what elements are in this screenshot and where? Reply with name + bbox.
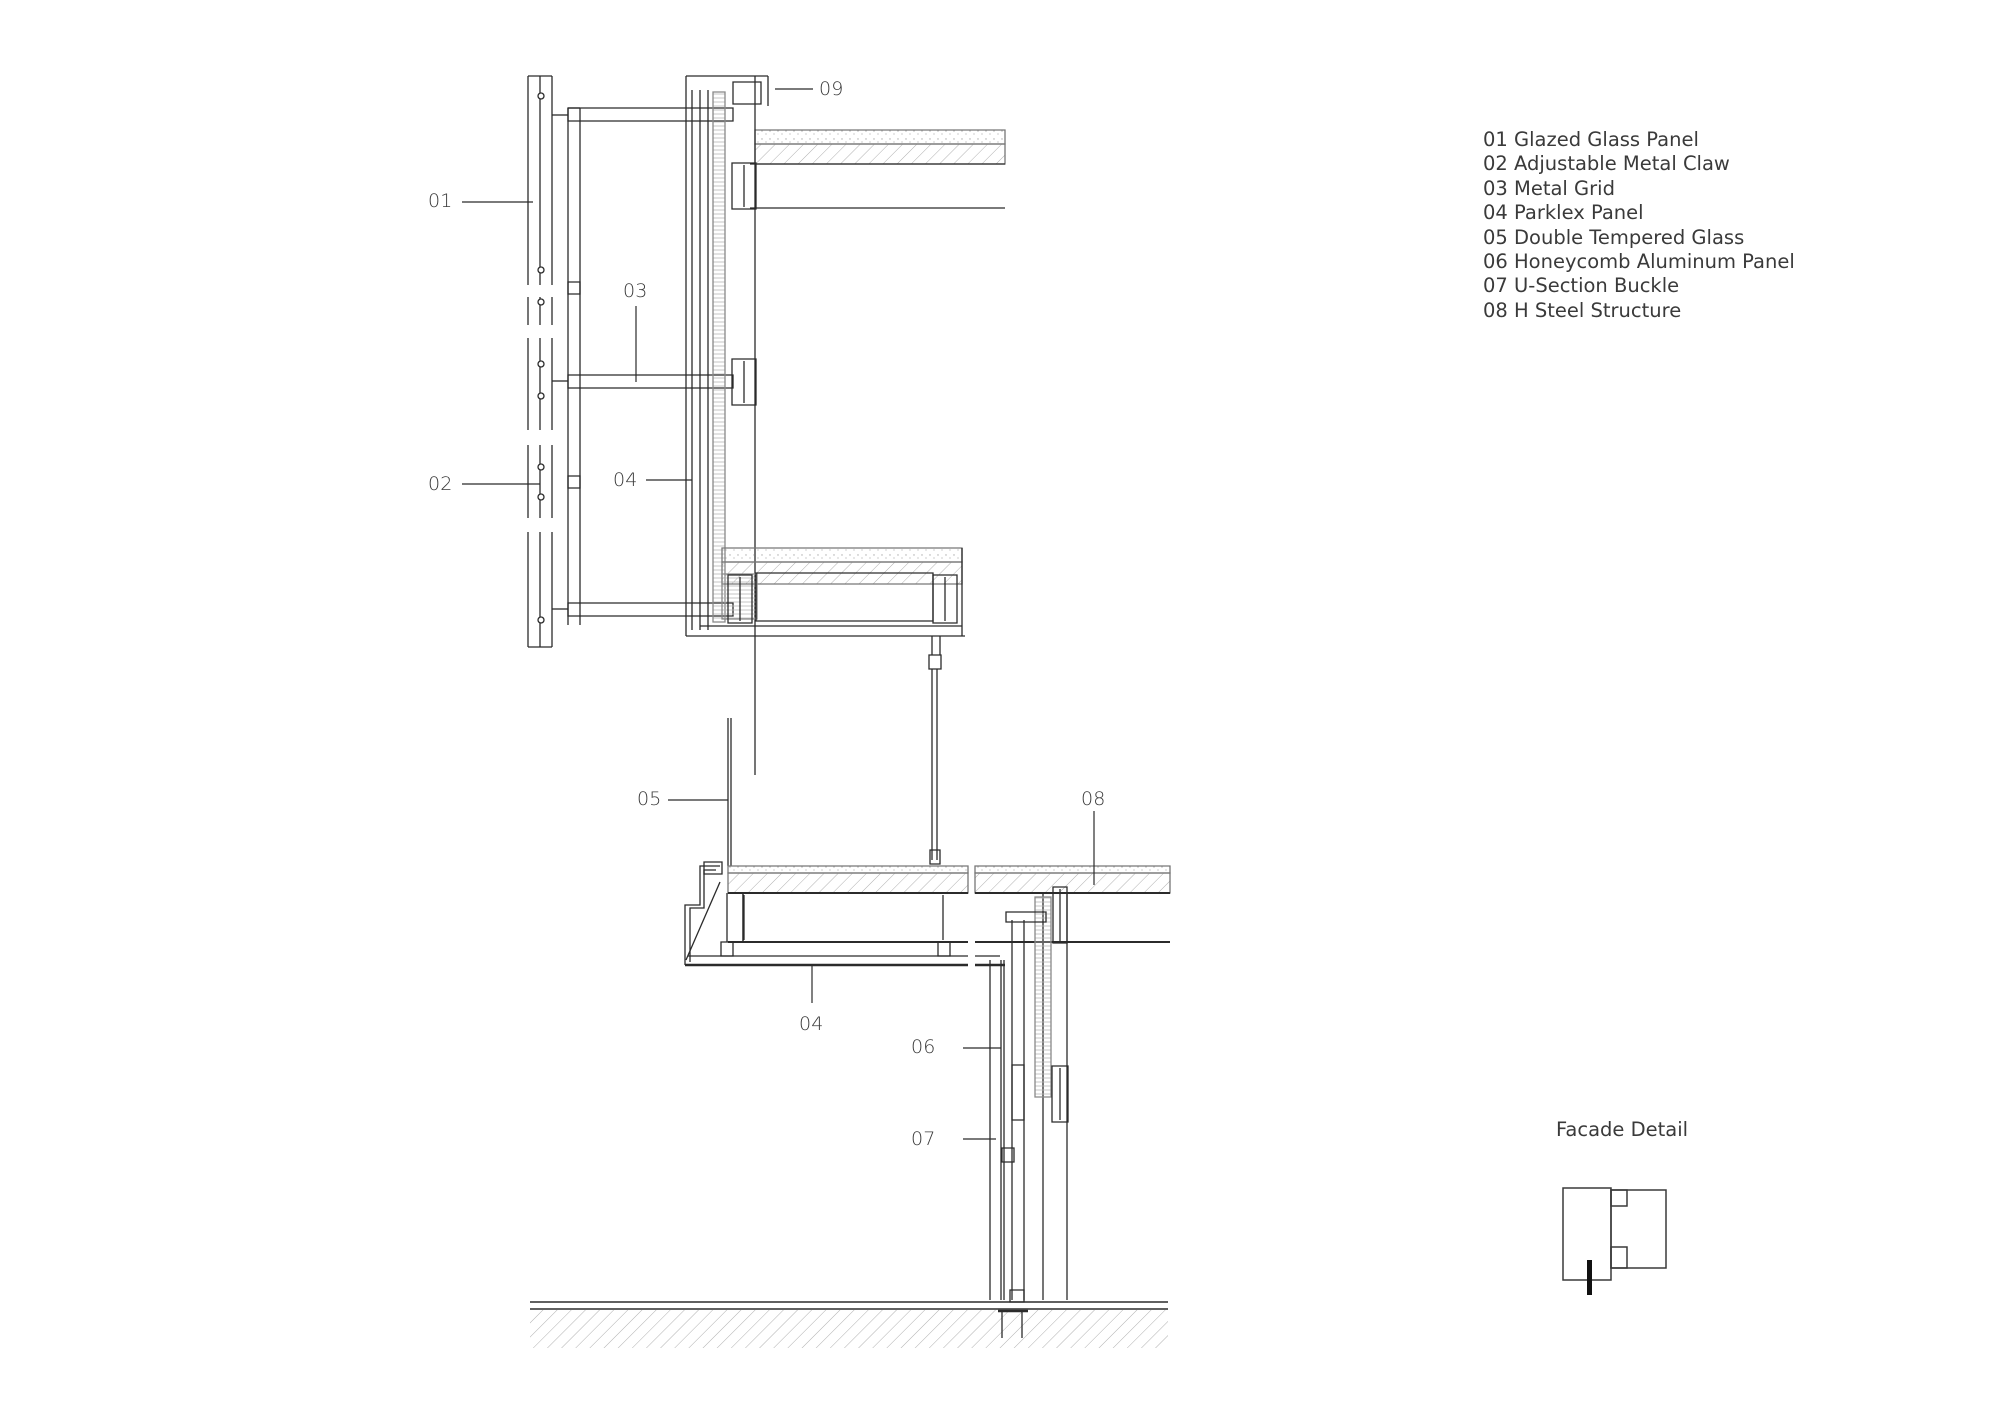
parklex-soffit	[685, 862, 1005, 965]
legend-item: 08 H Steel Structure	[1483, 298, 1682, 322]
callout-04-upper: 04	[613, 469, 638, 491]
callout-04-lower: 04	[799, 1013, 824, 1035]
callout-06: 06	[911, 1036, 936, 1058]
upper-balcony	[700, 548, 962, 864]
legend-item: 03 Metal Grid	[1483, 176, 1615, 200]
lower-slab	[688, 866, 1170, 956]
adjustable-metal-claws	[537, 92, 545, 624]
legend-item: 04 Parklex Panel	[1483, 201, 1644, 225]
mullion	[568, 108, 580, 625]
legend-item: 06 Honeycomb Aluminum Panel	[1483, 250, 1795, 274]
callout-08: 08	[1081, 788, 1106, 810]
legend-item: 01 Glazed Glass Panel	[1483, 128, 1699, 151]
legend: 01 Glazed Glass Panel 02 Adjustable Meta…	[1483, 128, 1795, 323]
legend-item: 05 Double Tempered Glass	[1483, 225, 1745, 249]
legend-item: 02 Adjustable Metal Claw	[1483, 152, 1730, 176]
key-plan-icon	[1563, 1188, 1666, 1295]
callout-03: 03	[623, 280, 648, 302]
callout-02: 02	[428, 473, 453, 495]
callout-07: 07	[911, 1128, 936, 1150]
legend-item: 07 U-Section Buckle	[1483, 274, 1680, 298]
honeycomb-aluminum-panel	[990, 912, 1046, 1302]
callout-05: 05	[637, 788, 662, 810]
connector-09	[733, 82, 761, 104]
callout-leaders	[462, 89, 1094, 1139]
h-steel-beam-top	[732, 163, 756, 209]
parklex-panel-upper	[686, 76, 965, 636]
drawing-title: Facade Detail	[1556, 1118, 1689, 1141]
top-slab-finish	[755, 130, 1005, 144]
callout-01: 01	[428, 190, 453, 212]
top-slab	[755, 144, 1005, 164]
callout-09: 09	[819, 78, 844, 100]
double-tempered-glass	[728, 718, 731, 866]
ground-slab	[530, 1302, 1168, 1348]
insulation-strip	[713, 92, 725, 622]
metal-grid-arms	[552, 108, 733, 616]
h-steel-structure	[1035, 887, 1068, 1300]
